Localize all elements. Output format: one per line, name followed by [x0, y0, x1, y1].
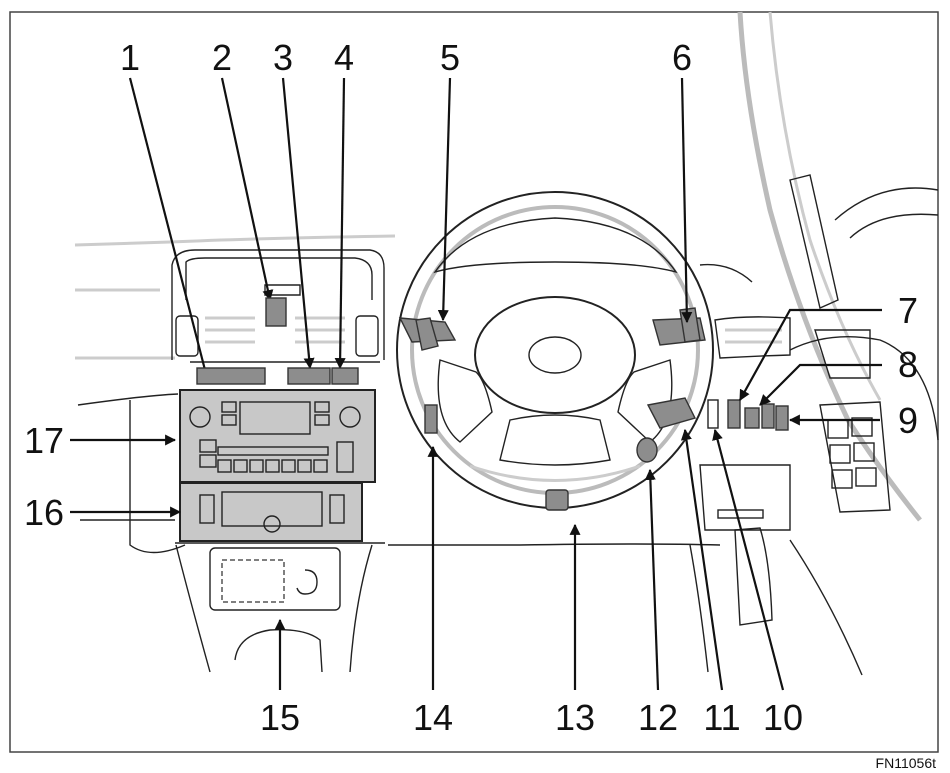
callout-5: 5	[440, 37, 460, 78]
leader-8	[759, 363, 882, 406]
audio-panel	[179, 389, 376, 483]
callout-10: 10	[763, 697, 803, 738]
control-4	[331, 367, 359, 385]
callout-8: 8	[898, 344, 918, 385]
callout-3: 3	[273, 37, 293, 78]
dashboard-illustration	[74, 11, 939, 676]
callout-4: 4	[334, 37, 354, 78]
callout-17: 17	[24, 420, 64, 461]
leader-3	[281, 77, 315, 370]
leader-4	[334, 77, 346, 370]
callout-numbers: 1 2 3 4 5 6 7 8 9 10 11 12 13 14 15 16 1…	[24, 37, 918, 738]
control-1	[196, 367, 266, 385]
leader-1	[128, 77, 207, 371]
callout-7: 7	[898, 290, 918, 331]
highlighted-controls	[196, 297, 359, 385]
leader-11	[680, 428, 724, 691]
leader-lines	[70, 77, 882, 691]
callout-13: 13	[555, 697, 595, 738]
callout-14: 14	[413, 697, 453, 738]
callout-9: 9	[898, 400, 918, 441]
callout-2: 2	[212, 37, 232, 78]
control-3	[287, 367, 331, 385]
callout-16: 16	[24, 492, 64, 533]
leader-12	[644, 468, 660, 691]
leader-7	[739, 308, 882, 401]
leader-10	[712, 428, 785, 691]
callout-11: 11	[703, 697, 740, 738]
callout-12: 12	[638, 697, 678, 738]
figure-code: FN11056t	[876, 755, 937, 771]
leader-2	[220, 77, 274, 302]
leader-5	[437, 77, 452, 322]
callout-15: 15	[260, 697, 300, 738]
control-2	[265, 297, 287, 327]
callout-6: 6	[672, 37, 692, 78]
leader-6	[680, 77, 693, 324]
callout-1: 1	[120, 37, 140, 78]
figure-border	[9, 11, 939, 753]
